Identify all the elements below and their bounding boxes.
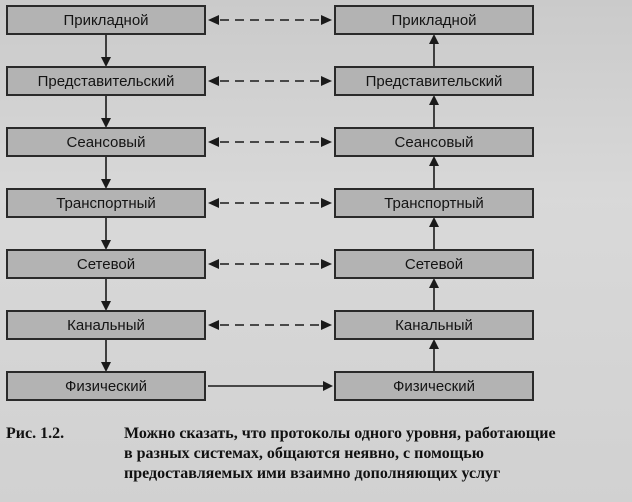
caption-text: Можно сказать, что протоколы одного уров… [124,424,628,484]
peer-arrowhead-left-application [208,15,219,25]
right-layer-datalink: Канальный [334,310,534,340]
peer-arrowhead-left-datalink [208,320,219,330]
peer-arrowhead-left-network [208,259,219,269]
left-layer-presentation: Представительский [6,66,206,96]
left-layer-application: Прикладной [6,5,206,35]
right-layer-transport: Транспортный [334,188,534,218]
peer-arrowhead-left-session [208,137,219,147]
left-layer-network: Сетевой [6,249,206,279]
peer-arrowhead-right-session [321,137,332,147]
left-layer-session: Сеансовый [6,127,206,157]
peer-arrowhead-left-presentation [208,76,219,86]
peer-arrowhead-right-application [321,15,332,25]
right-layer-application: Прикладной [334,5,534,35]
peer-arrowhead-right-presentation [321,76,332,86]
right-layer-session: Сеансовый [334,127,534,157]
left-layer-datalink: Канальный [6,310,206,340]
caption-label: Рис. 1.2. [6,425,65,442]
peer-arrowhead-right-network [321,259,332,269]
caption-line-1: Можно сказать, что протоколы одного уров… [124,425,556,442]
right-layer-physical: Физический [334,371,534,401]
osi-layers-diagram [101,15,439,391]
right-layer-network: Сетевой [334,249,534,279]
peer-arrowhead-left-transport [208,198,219,208]
caption-line-3: предоставляемых ими взаимно дополняющих … [124,465,501,482]
peer-arrowhead-right-transport [321,198,332,208]
right-layer-presentation: Представительский [334,66,534,96]
left-layer-physical: Физический [6,371,206,401]
peer-arrowhead-right-datalink [321,320,332,330]
caption-line-2: в разных системах, общаются неявно, с по… [124,445,484,462]
left-layer-transport: Транспортный [6,188,206,218]
